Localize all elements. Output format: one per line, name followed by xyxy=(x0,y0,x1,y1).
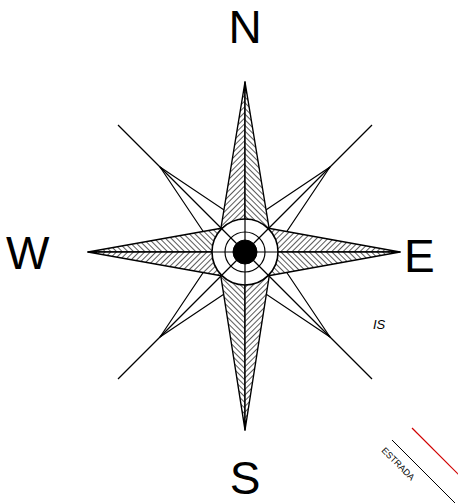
compass-west: W xyxy=(6,230,49,276)
compass-east: E xyxy=(404,233,435,279)
compass-arms xyxy=(88,82,400,430)
compass-south: S xyxy=(230,455,261,501)
compass-north: N xyxy=(228,4,261,50)
road-name: ESTRADA xyxy=(380,446,416,482)
compass-center xyxy=(212,219,278,285)
place-name: IS xyxy=(373,318,385,331)
